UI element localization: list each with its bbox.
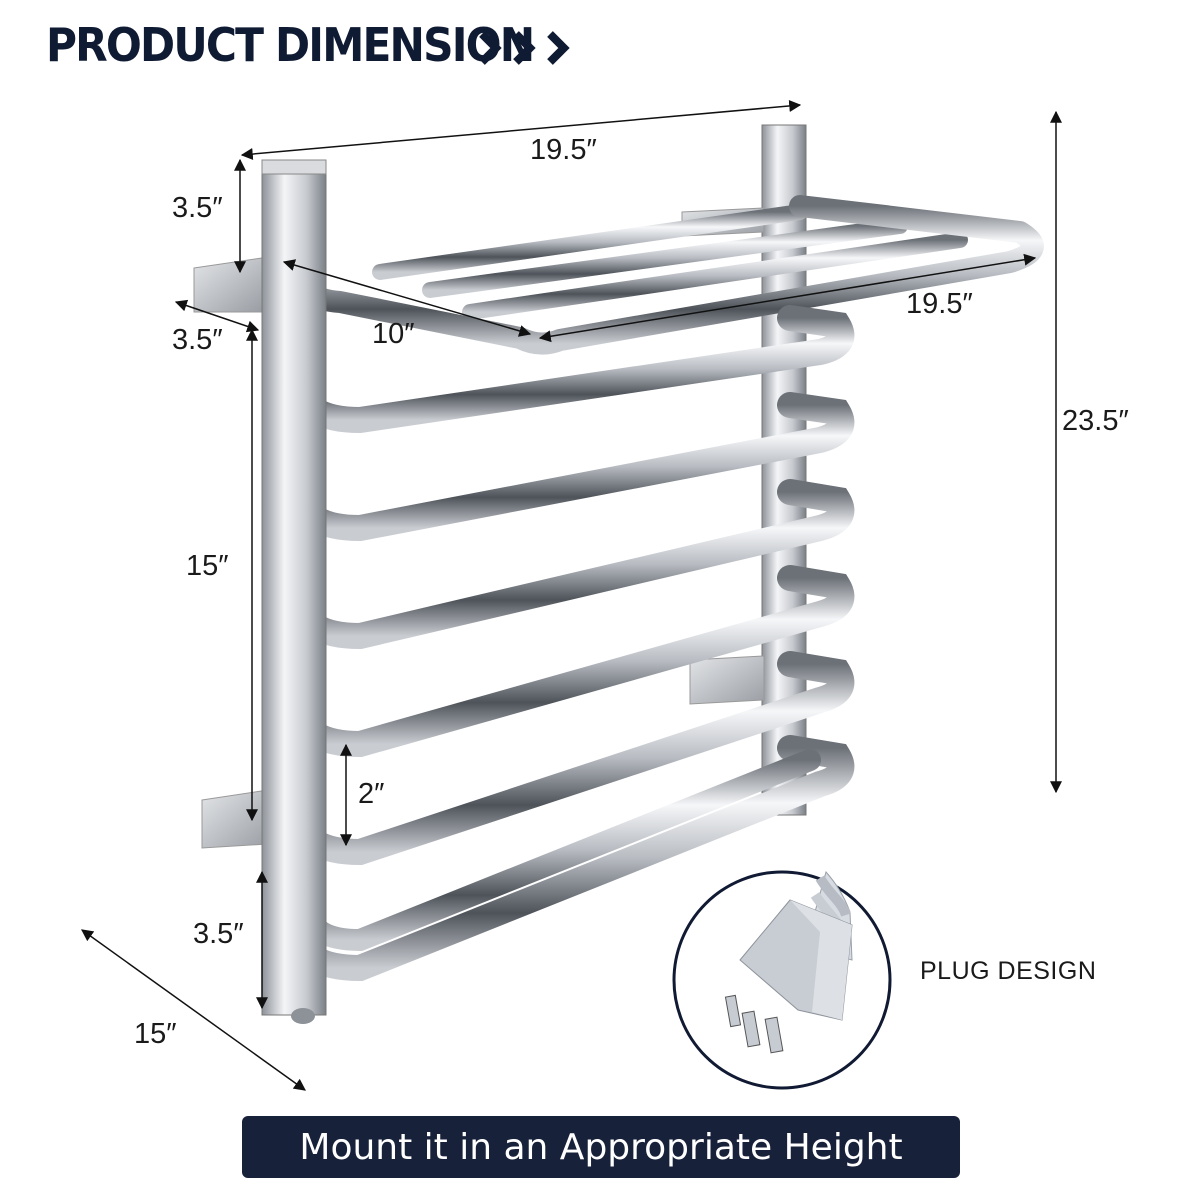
wall-bracket [193,257,263,313]
dim-line-shelf-width [538,253,1037,343]
label-rail-span: 15″ [186,550,229,582]
dim-line-top-width [240,99,802,161]
power-plug-icon [672,870,892,1090]
rack-post-left [261,159,327,1016]
label-top-offset: 3.5″ [172,192,223,224]
towel-rails [287,305,855,982]
wall-bracket [689,655,765,705]
label-shelf-depth: 10″ [372,318,415,350]
footer-banner-text: Mount it in an Appropriate Height [299,1126,903,1168]
label-total-height: 23.5″ [1062,405,1129,437]
plug-design-label: PLUG DESIGN [920,957,1097,985]
label-rail-gap: 2″ [358,778,385,810]
footer-banner: Mount it in an Appropriate Height [242,1116,960,1178]
dim-line-shelf-depth [282,259,532,337]
wall-bracket [201,789,269,849]
dim-line-wall-depth [174,299,260,333]
label-wall-depth: 3.5″ [172,324,223,356]
label-top-width: 19.5″ [530,134,597,166]
label-bottom-offset: 3.5″ [193,918,244,950]
dim-line-base-depth [81,929,306,1091]
chevron-right-triple-icon [479,31,570,65]
label-base-depth: 15″ [134,1018,177,1050]
label-shelf-width: 19.5″ [906,288,973,320]
page-title: PRODUCT DIMENSION [46,18,535,72]
